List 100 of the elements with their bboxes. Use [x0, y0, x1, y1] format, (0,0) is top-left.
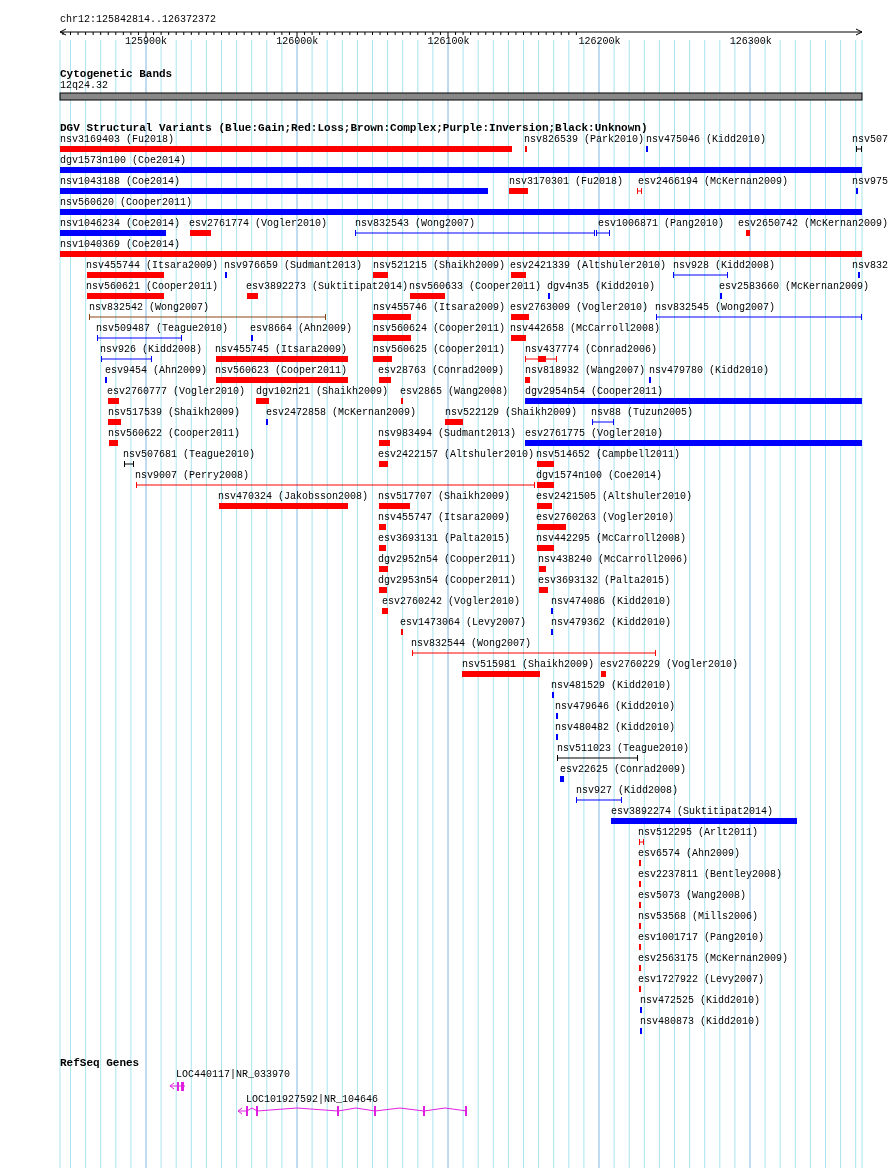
variant-label: esv22625 (Conrad2009) [560, 764, 687, 776]
variant-label: nsv560623 (Cooper2011) [215, 365, 348, 377]
variant-label: esv1006871 (Pang2010) [598, 218, 725, 230]
variant-label: esv9454 (Ahn2009) [105, 365, 208, 377]
variant-label: dgv2952n54 (Cooper2011) [378, 554, 517, 566]
variant-label: dgv102n21 (Shaikh2009) [256, 386, 389, 398]
variant-label: esv8664 (Ahn2009) [250, 323, 353, 335]
variant-label: nsv472525 (Kidd2010) [640, 995, 761, 1007]
variant-label: nsv517707 (Shaikh2009) [378, 491, 511, 503]
variant-label: esv2760263 (Vogler2010) [536, 512, 675, 524]
variant-label: esv2422157 (Altshuler2010) [378, 449, 535, 461]
variant-label: nsv509487 (Teague2010) [96, 323, 229, 335]
variant-label: nsv442295 (McCarroll2008) [536, 533, 687, 545]
position-label: chr12:125842814..126372372 [60, 14, 217, 26]
variant-label: nsv455744 (Itsara2009) [86, 260, 219, 272]
variant-label: nsv3169403 (Fu2018) [60, 134, 175, 146]
variant-label: esv3892274 (Suktitipat2014) [611, 806, 774, 818]
variant-label: nsv560622 (Cooper2011) [108, 428, 241, 440]
variant-label: nsv455746 (Itsara2009) [373, 302, 506, 314]
variant-label: esv1727922 (Levy2007) [638, 974, 765, 986]
variant-label: nsv927 (Kidd2008) [576, 785, 679, 797]
variant-label: nsv511023 (Teague2010) [557, 743, 690, 755]
variant-label: esv2761775 (Vogler2010) [525, 428, 664, 440]
variant-label: nsv438240 (McCarroll2006) [538, 554, 689, 566]
variant-label: nsv560624 (Cooper2011) [373, 323, 506, 335]
variant-label: nsv522129 (Shaikh2009) [445, 407, 578, 419]
variant-label: nsv926 (Kidd2008) [100, 344, 203, 356]
variant-label: nsv560633 (Cooper2011) [409, 281, 542, 293]
variant-label: nsv479780 (Kidd2010) [649, 365, 770, 377]
tick-label: 125900k [125, 36, 167, 48]
variant-label: nsv832542 (Wong2007) [89, 302, 210, 314]
variant-label: esv2865 (Wang2008) [400, 386, 509, 398]
variant-label: esv2761774 (Vogler2010) [189, 218, 328, 230]
variant-label: nsv479646 (Kidd2010) [555, 701, 676, 713]
band-label: 12q24.32 [60, 80, 108, 92]
variant-label: nsv88 (Tuzun2005) [591, 407, 694, 419]
tick-label: 126200k [578, 36, 621, 48]
variant-label: nsv455747 (Itsara2009) [378, 512, 511, 524]
variant-label: nsv507 [852, 134, 888, 146]
variant-label: esv2760777 (Vogler2010) [107, 386, 246, 398]
variant-label: esv2583660 (McKernan2009) [719, 281, 870, 293]
variant-label: nsv3170301 (Fu2018) [509, 176, 624, 188]
variant-label: nsv474086 (Kidd2010) [551, 596, 672, 608]
variant-label: nsv1040369 (Coe2014) [60, 239, 181, 251]
variant-label: nsv832544 (Wong2007) [411, 638, 532, 650]
variant-label: nsv975 [852, 176, 888, 188]
variant-label: esv2760229 (Vogler2010) [600, 659, 739, 671]
variant-label: nsv515981 (Shaikh2009) [462, 659, 595, 671]
variant-label: nsv481529 (Kidd2010) [551, 680, 672, 692]
variant-label: nsv826539 (Park2010) [524, 134, 645, 146]
variant-label: esv2421505 (Altshuler2010) [536, 491, 693, 503]
variant-label: dgv1573n100 (Coe2014) [60, 155, 187, 167]
variant-label: nsv976659 (Sudmant2013) [224, 260, 363, 272]
variant-label: esv2650742 (McKernan2009) [738, 218, 889, 230]
variant-label: nsv53568 (Mills2006) [638, 911, 759, 923]
variant-label: nsv9007 (Perry2008) [135, 470, 250, 482]
variant-label: dgv2954n54 (Cooper2011) [525, 386, 664, 398]
variant-label: nsv475046 (Kidd2010) [646, 134, 767, 146]
variant-label: nsv514652 (Campbell2011) [536, 449, 681, 461]
gene-label: LOC440117|NR_033970 [176, 1069, 291, 1081]
variant-label: nsv480873 (Kidd2010) [640, 1016, 761, 1028]
variant-label: nsv521215 (Shaikh2009) [373, 260, 506, 272]
variant-label: dgv2953n54 (Cooper2011) [378, 575, 517, 587]
variant-label: esv2760242 (Vogler2010) [382, 596, 521, 608]
variant-label: esv2237811 (Bentley2008) [638, 869, 783, 881]
variant-label: esv28763 (Conrad2009) [378, 365, 505, 377]
variant-label: nsv480482 (Kidd2010) [555, 722, 676, 734]
tick-label: 126100k [427, 36, 470, 48]
track-title: RefSeq Genes [60, 1057, 140, 1069]
variant-label: nsv1046234 (Coe2014) [60, 218, 181, 230]
gene-label: LOC101927592|NR_104646 [246, 1094, 379, 1106]
variant-label: nsv560620 (Cooper2011) [60, 197, 193, 209]
variant-label: esv1473064 (Levy2007) [400, 617, 527, 629]
variant-label: nsv832 [852, 260, 888, 272]
tick-label: 126300k [729, 36, 772, 48]
variant-label: esv1001717 (Pang2010) [638, 932, 765, 944]
variant-label: esv3693131 (Palta2015) [378, 533, 511, 545]
variant-label: esv2466194 (McKernan2009) [638, 176, 789, 188]
variant-label: esv2563175 (McKernan2009) [638, 953, 789, 965]
variant-label: nsv818932 (Wang2007) [525, 365, 646, 377]
variant-label: nsv560621 (Cooper2011) [86, 281, 219, 293]
variant-label: nsv517539 (Shaikh2009) [108, 407, 241, 419]
variant-label: nsv832545 (Wong2007) [655, 302, 776, 314]
variant-label: esv6574 (Ahn2009) [638, 848, 741, 860]
variant-label: nsv832543 (Wong2007) [355, 218, 476, 230]
variant-label: esv5073 (Wang2008) [638, 890, 747, 902]
variant-label: nsv437774 (Conrad2006) [525, 344, 658, 356]
variant-label: nsv1043188 (Coe2014) [60, 176, 181, 188]
variant-label: esv2472858 (McKernan2009) [266, 407, 417, 419]
variant-label: nsv512295 (Arlt2011) [638, 827, 759, 839]
variant-label: nsv470324 (Jakobsson2008) [218, 491, 369, 503]
variant-label: esv3892273 (Suktitipat2014) [246, 281, 409, 293]
tick-label: 126000k [276, 36, 319, 48]
variant-label: nsv560625 (Cooper2011) [373, 344, 506, 356]
variant-label: nsv479362 (Kidd2010) [551, 617, 672, 629]
variant-label: esv2421339 (Altshuler2010) [510, 260, 667, 272]
variant-label: nsv983494 (Sudmant2013) [378, 428, 517, 440]
variant-label: nsv455745 (Itsara2009) [215, 344, 348, 356]
variant-label: dgv1574n100 (Coe2014) [536, 470, 663, 482]
variant-label: nsv507681 (Teague2010) [123, 449, 256, 461]
